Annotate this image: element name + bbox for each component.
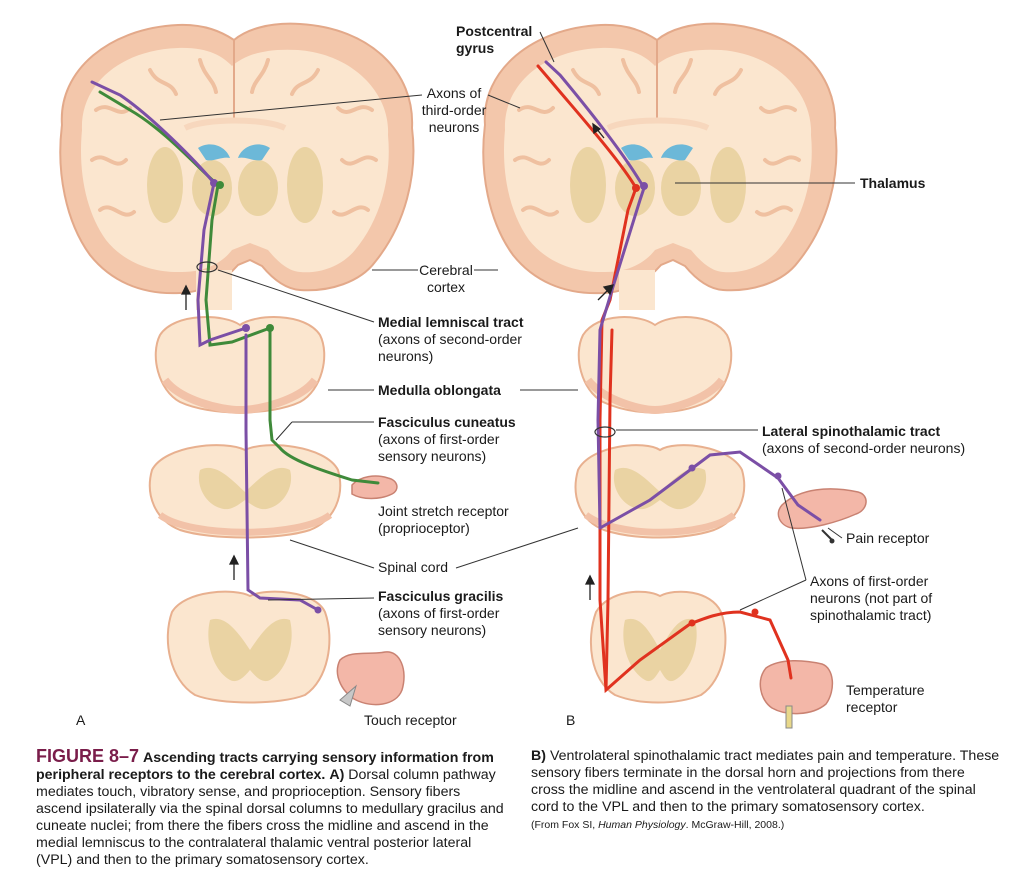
panel-label-b: B: [566, 712, 575, 728]
label-medulla-oblongata: Medulla oblongata: [378, 382, 501, 398]
red-tract-first-order-ascending: [604, 328, 614, 692]
label-medial-lemniscal-tract: Medial lemniscal tract(axons of second-o…: [378, 314, 524, 364]
figure-title: Ascending tracts carrying sensory inform…: [36, 750, 494, 783]
purple-spinothalamic-ascending: [596, 186, 646, 530]
purple-tract-second-order: [196, 181, 248, 348]
figure-caption-left: FIGURE 8–7 Ascending tracts carrying sen…: [36, 746, 506, 869]
upward-arrow-icon: [180, 122, 614, 600]
green-tract-first-order: [268, 333, 380, 485]
label-fasciculus-cuneatus: Fasciculus cuneatus(axons of first-order…: [378, 414, 516, 464]
purple-tract-third-order: [90, 80, 216, 185]
part-b-text: Ventrolateral spinothalamic tract mediat…: [531, 748, 1000, 815]
pain-hand-icon: [777, 488, 867, 544]
part-b-label: B): [531, 748, 546, 764]
figure-number: FIGURE 8–7: [36, 746, 140, 766]
panel-a-spinal-cord-upper: [148, 444, 342, 539]
label-joint-stretch-receptor: Joint stretch receptor(proprioceptor): [378, 503, 509, 536]
label-thalamus: Thalamus: [860, 175, 926, 191]
figure-caption-right: B) Ventrolateral spinothalamic tract med…: [531, 748, 1001, 834]
label-fasciculus-gracilis: Fasciculus gracilis(axons of first-order…: [378, 588, 503, 638]
panel-label-a: A: [76, 712, 86, 728]
touch-hand-icon: [336, 651, 405, 707]
green-tract-second-order: [204, 183, 272, 347]
part-a-text: Dorsal column pathway mediates touch, vi…: [36, 767, 504, 868]
panel-a-spinal-cord-lower: [166, 590, 331, 704]
panel-a-medulla: [154, 316, 326, 415]
temperature-hand-icon: [759, 660, 834, 729]
part-a-label: A): [329, 767, 345, 783]
red-tract-third-order: [536, 64, 638, 190]
leader-lines: [159, 31, 855, 611]
red-tract-second-order: [598, 186, 793, 694]
panel-a-brain: [59, 22, 415, 310]
panel-a-tracts: [90, 80, 380, 614]
purple-spinothalamic-cortex: [544, 60, 646, 190]
label-pain-receptor: Pain receptor: [846, 530, 930, 546]
label-touch-receptor: Touch receptor: [364, 712, 457, 728]
panel-b-brain: [482, 22, 838, 310]
label-spinal-cord: Spinal cord: [378, 559, 448, 575]
purple-tract-first-order: [244, 333, 320, 612]
figure-source: (From Fox SI, Human Physiology. McGraw-H…: [531, 819, 785, 831]
label-lateral-spinothalamic-tract: Lateral spinothalamic tract(axons of sec…: [762, 423, 965, 456]
panel-b-tracts: [536, 60, 822, 694]
purple-spinothalamic-first-order: [598, 450, 822, 530]
